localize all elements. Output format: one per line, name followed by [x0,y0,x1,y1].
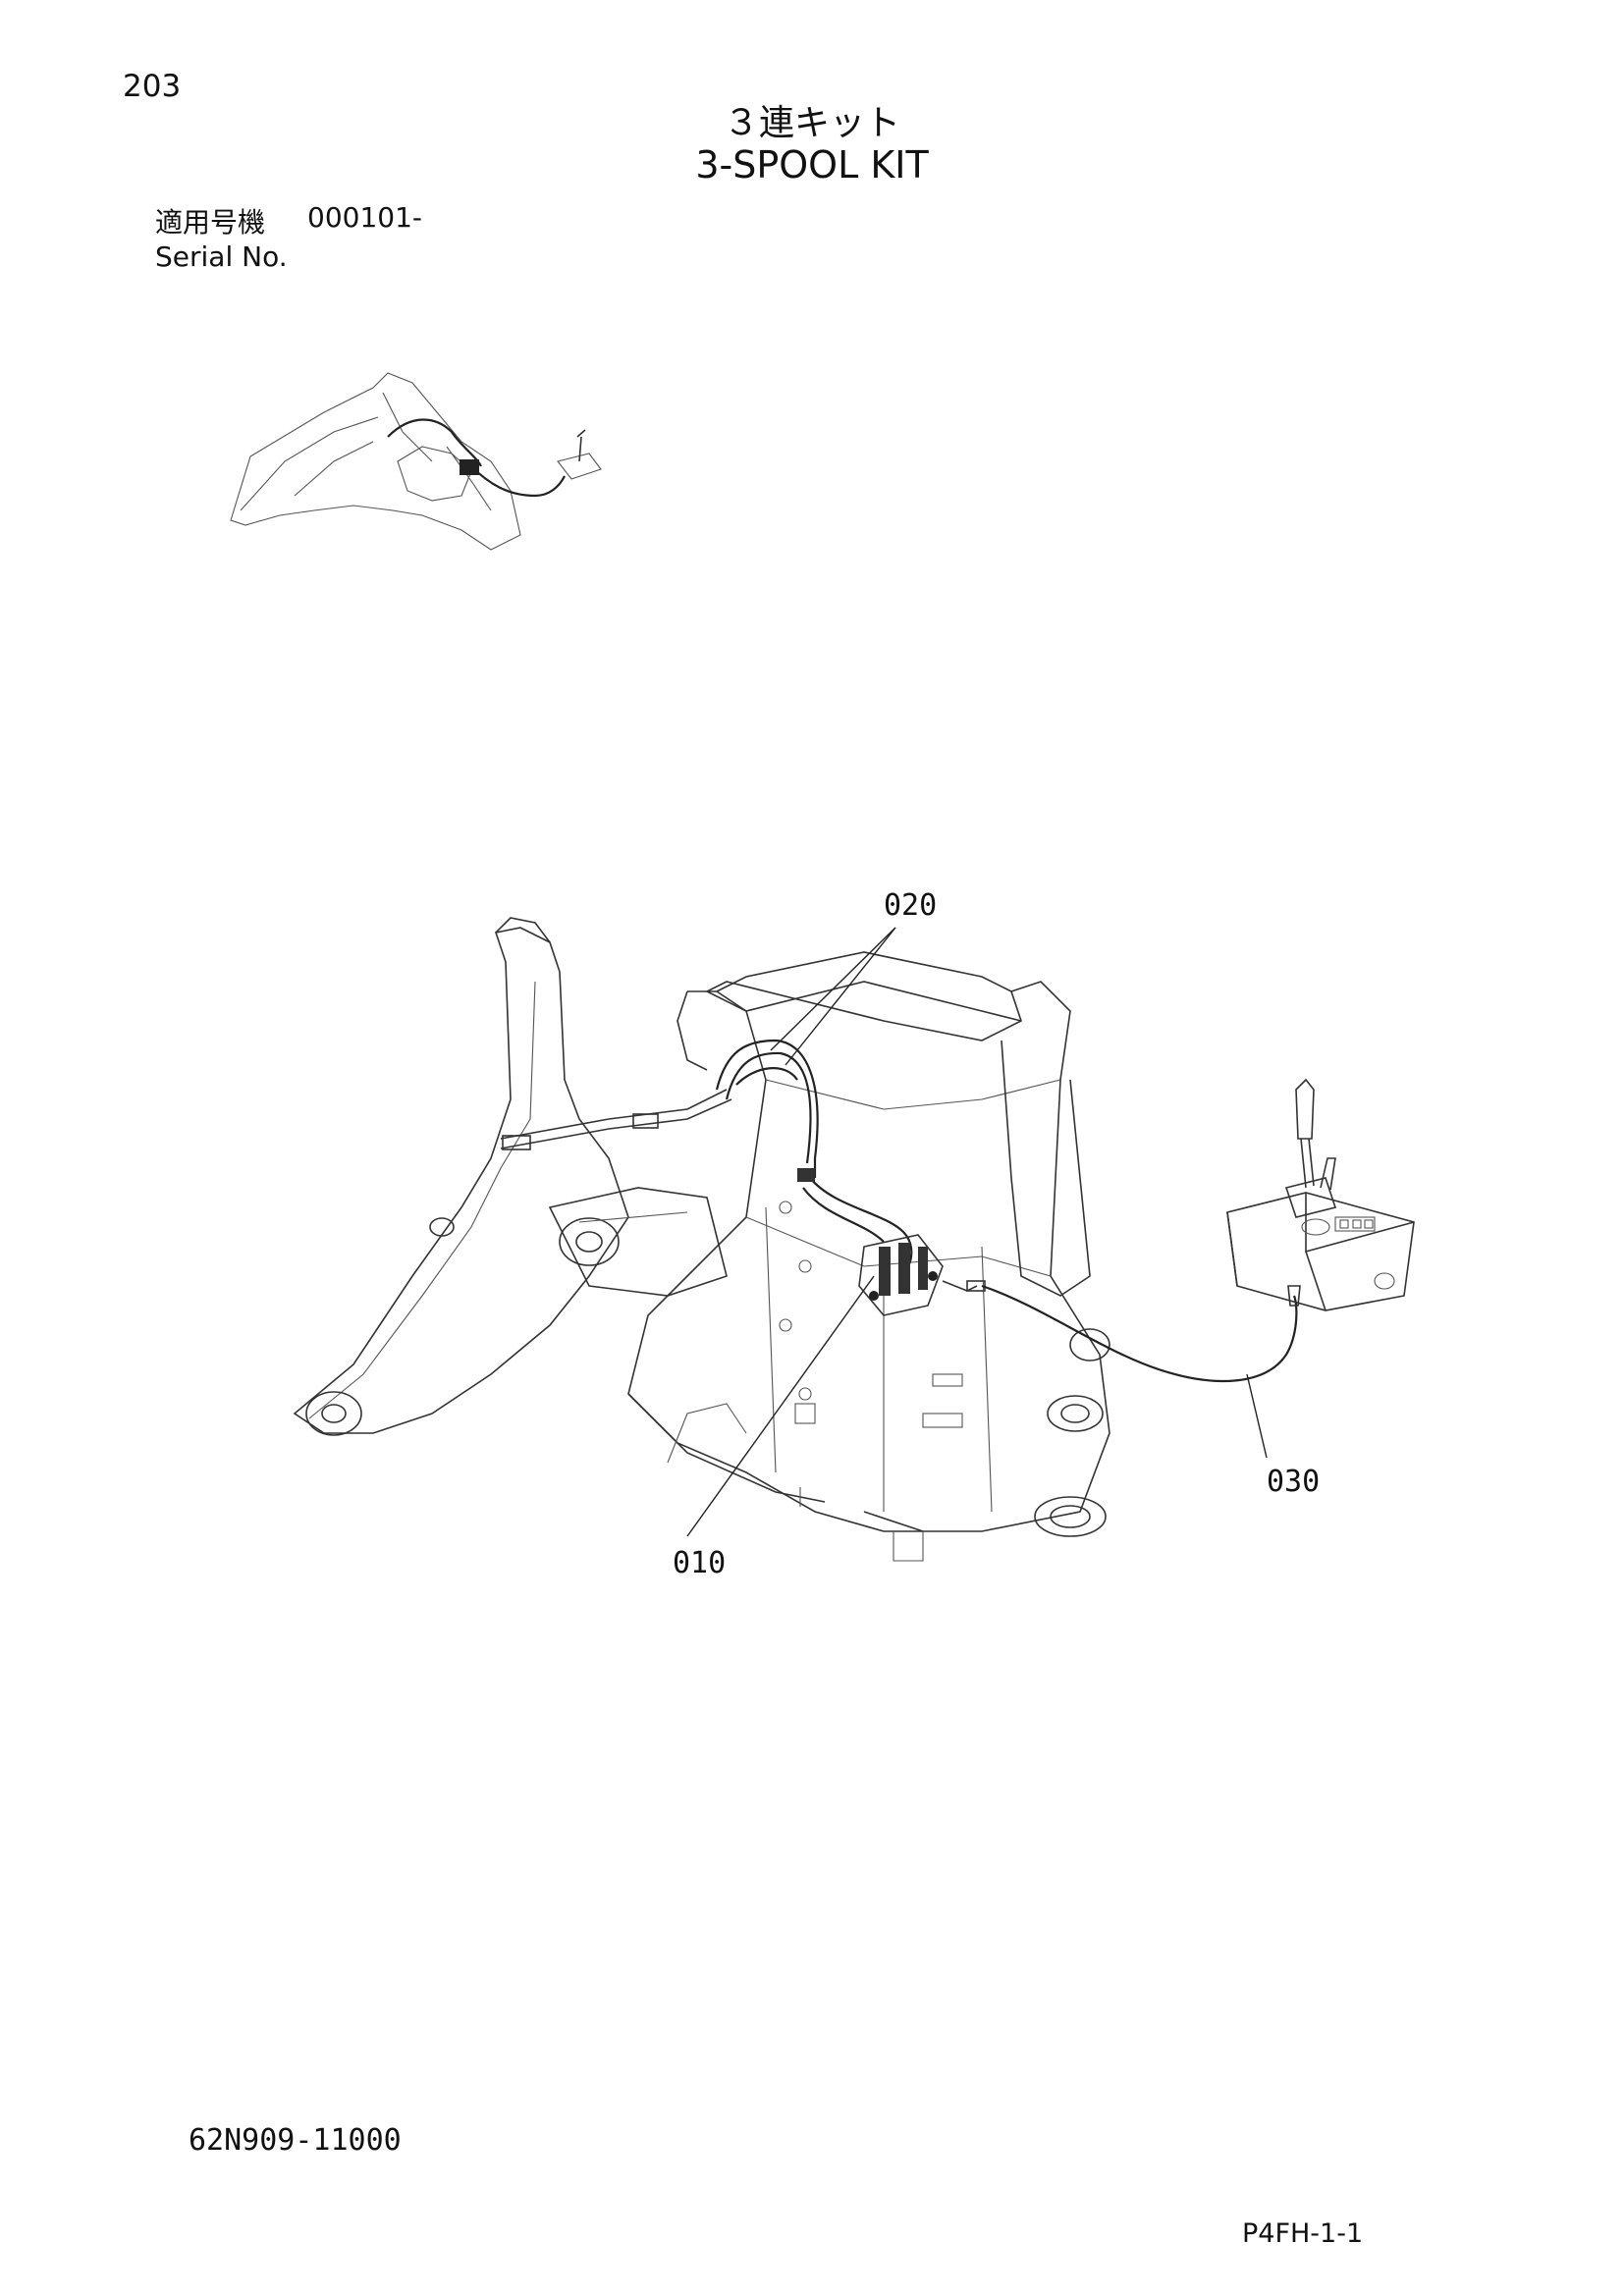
serial-value: 000101- [307,201,422,234]
callout-010: 010 [673,1546,727,1580]
overview-thumbnail [230,372,602,551]
serial-label-english: Serial No. [155,240,288,273]
part-number: 62N909-11000 [189,2123,402,2158]
page-number: 203 [123,69,182,104]
hose-assembly-020 [500,1039,913,1267]
leader-lines [686,927,1268,1537]
callout-020: 020 [884,888,938,923]
machine-frame [293,917,1110,1562]
serial-label-japanese: 適用号機 [155,206,266,239]
control-valve-010 [858,1234,986,1316]
title-japanese: ３連キット [723,103,900,143]
lever-box [1226,1078,1415,1311]
page-code: P4FH-1-1 [1242,2218,1364,2249]
title-english: 3-SPOOL KIT [695,143,929,187]
callout-030: 030 [1267,1465,1321,1499]
control-cable-030 [981,1284,1298,1383]
